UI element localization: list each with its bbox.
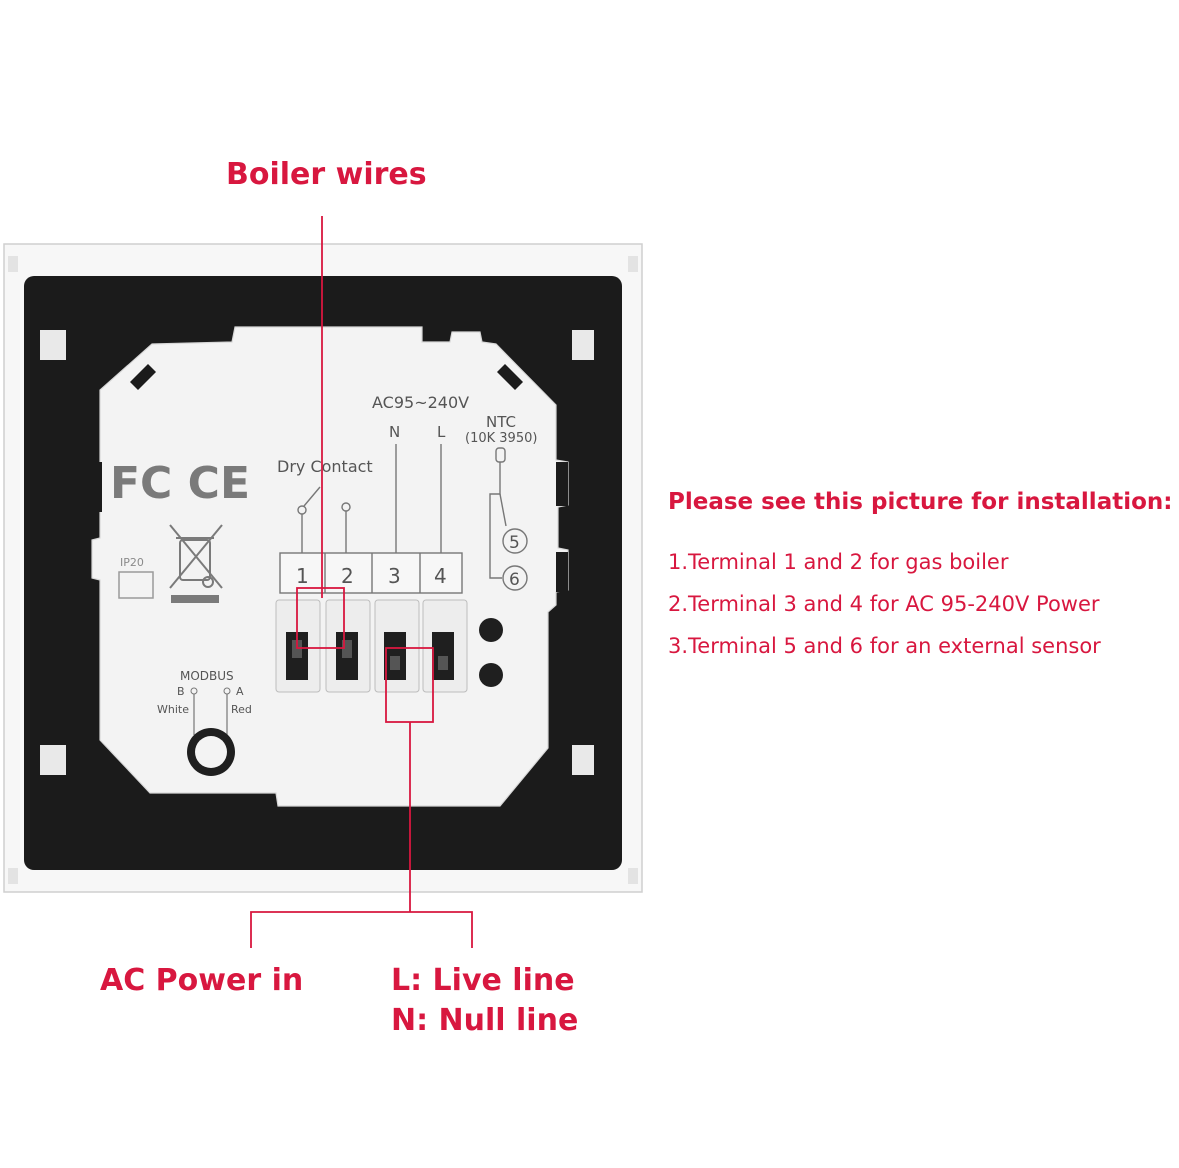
terminal-3-screw [390,656,400,670]
dry-contact-label: Dry Contact [277,457,373,476]
sensor-terminal-5-label: 5 [509,533,520,553]
null-line-callout: N: Null line [391,1003,579,1038]
ntc-label: NTC [486,413,516,431]
installation-step-1: 1.Terminal 1 and 2 for gas boiler [668,550,1009,574]
terminal-3-label: 3 [388,564,401,588]
certification-mark: FC CE [110,458,250,509]
frame-slot [40,330,66,360]
plate-tab [628,256,638,272]
ntc-sensor-wire [489,462,502,579]
plate-tab [628,868,638,884]
ntc-spec-label: (10K 3950) [465,431,537,446]
modbus-a-label: A [236,685,244,698]
terminal-housings [275,599,468,693]
frame-slot [40,745,66,775]
modbus-red-label: Red [231,703,252,716]
frame-slot [572,745,594,775]
sensor-terminal-6 [502,565,528,591]
terminal-1-screw [292,640,302,658]
ac-power-in-callout: AC Power in [100,963,304,998]
module-slot [92,462,102,512]
terminal-2-label: 2 [341,564,354,588]
callout-lines [250,216,473,948]
power-callout-bracket [250,911,473,948]
terminal-4-label: 4 [434,564,447,588]
module-slot [497,364,523,390]
terminal-1-label: 1 [296,564,309,588]
weee-bin-icon [169,524,223,603]
neutral-label: N [389,423,400,441]
module-slot [556,552,568,592]
modbus-label: MODBUS [180,669,234,683]
ntc-sensor-wire [499,493,507,527]
boiler-wires-callout: Boiler wires [226,157,427,192]
plate-tab [8,256,18,272]
live-line-callout: L: Live line [391,963,575,998]
boiler-terminal-bracket [296,587,345,649]
sensor-terminal-5 [502,528,528,554]
plate-tab [8,868,18,884]
voltage-label: AC95~240V [372,393,469,412]
terminal-2-screw [342,640,352,658]
frame-slot [572,330,594,360]
module-slot [130,364,156,390]
ip-rating-label: IP20 [120,556,144,569]
modbus-port-inner [195,736,227,768]
live-label: L [437,423,446,441]
modbus-white-label: White [157,703,189,716]
module-slot [556,462,568,506]
sensor-screw-5[interactable] [479,618,503,642]
installation-step-2: 2.Terminal 3 and 4 for AC 95-240V Power [668,592,1100,616]
installation-step-3: 3.Terminal 5 and 6 for an external senso… [668,634,1101,658]
terminal-4-screw [438,656,448,670]
ip-rating-box [118,571,154,599]
modbus-b-label: B [177,685,185,698]
terminal-label-block [279,552,463,594]
installation-heading: Please see this picture for installation… [668,489,1173,515]
sensor-screw-6[interactable] [479,663,503,687]
sensor-terminal-6-label: 6 [509,570,520,590]
dry-contact-switch [303,486,321,507]
